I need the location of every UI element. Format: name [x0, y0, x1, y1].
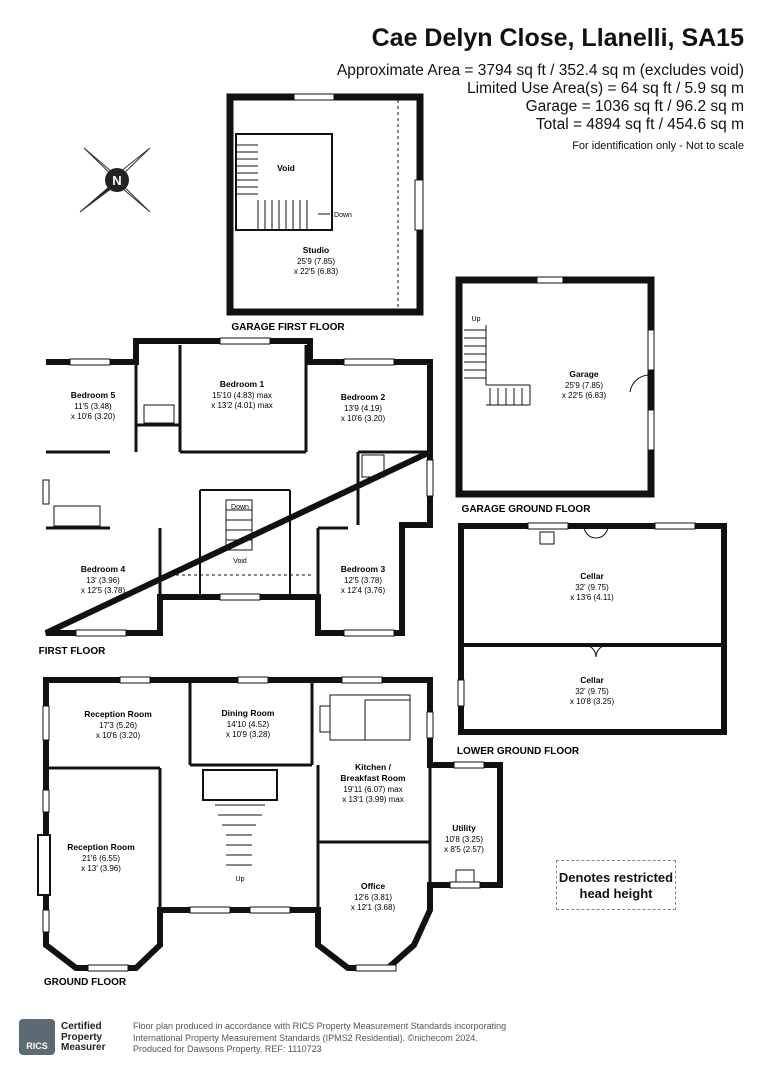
room-cellar1-dim2: x 13'6 (4.11) [570, 593, 614, 602]
footer-line1: Floor plan produced in accordance with R… [133, 1021, 507, 1031]
room-void-top: Void [277, 163, 295, 173]
room-studio-dim2: x 22'5 (6.83) [294, 267, 339, 276]
lower-ground-floor [457, 522, 727, 735]
room-dining: Dining Room [222, 708, 275, 718]
room-bedroom5: Bedroom 5 [71, 390, 116, 400]
label-down-top: Down [334, 212, 352, 219]
area-garage: Garage = 1036 sq ft / 96.2 sq m [525, 98, 744, 115]
room-cellar1: Cellar [580, 571, 604, 581]
room-bedroom4-dim2: x 12'5 (3.78) [81, 586, 126, 595]
room-cellar1-dim1: 32' (9.75) [575, 583, 609, 592]
room-bedroom4: Bedroom 4 [81, 564, 126, 574]
room-bedroom4-dim1: 13' (3.96) [86, 576, 120, 585]
room-garage-dim1: 25'9 (7.85) [565, 381, 603, 390]
floor-garage-first: GARAGE FIRST FLOOR [231, 322, 345, 333]
floor-garage-ground: GARAGE GROUND FLOOR [462, 504, 592, 515]
room-kitchen-name1: Kitchen / [355, 762, 392, 772]
room-dining-dim1: 14'10 (4.52) [227, 720, 270, 729]
room-kitchen-name2: Breakfast Room [340, 773, 406, 783]
label-down-first: Down [231, 504, 249, 511]
garage-ground-floor [455, 276, 655, 498]
room-utility-dim2: x 8'5 (2.57) [444, 845, 484, 854]
room-bedroom5-dim2: x 10'6 (3.20) [71, 412, 116, 421]
room-office-dim2: x 12'1 (3.68) [351, 903, 396, 912]
scale-note: For identification only - Not to scale [572, 140, 744, 152]
room-bedroom1-dim2: x 13'2 (4.01) max [211, 401, 273, 410]
room-utility: Utility [452, 823, 476, 833]
room-bedroom1-dim1: 15'10 (4.83) max [212, 391, 272, 400]
area-total: Total = 4894 sq ft / 454.6 sq m [535, 116, 744, 133]
footer-line3: Produced for Dawsons Property. REF: 1110… [133, 1044, 322, 1054]
label-up-ground: Up [236, 876, 245, 883]
compass-letter: N [112, 173, 121, 188]
room-dining-dim2: x 10'9 (3.28) [226, 730, 271, 739]
footer-line2: International Property Measurement Stand… [133, 1032, 478, 1043]
rics-logo-icon: RICS [19, 1019, 55, 1055]
legend-line2: head height [579, 886, 653, 901]
garage-first-floor [226, 93, 424, 316]
room-bedroom2: Bedroom 2 [341, 392, 386, 402]
room-garage: Garage [569, 369, 599, 379]
restricted-height-legend: Denotes restricted head height [556, 860, 676, 910]
room-kitchen-dim2: x 13'1 (3.99) max [342, 795, 404, 804]
room-reception2: Reception Room [67, 842, 135, 852]
room-reception2-dim2: x 13' (3.96) [81, 864, 121, 873]
room-bedroom2-dim2: x 10'6 (3.20) [341, 414, 386, 423]
room-garage-dim2: x 22'5 (6.83) [562, 391, 607, 400]
room-reception1-dim1: 17'3 (5.26) [99, 721, 137, 730]
room-cellar2-dim2: x 10'8 (3.25) [570, 697, 615, 706]
floor-first: FIRST FLOOR [39, 646, 106, 657]
room-utility-dim1: 10'8 (3.25) [445, 835, 483, 844]
certified-measurer-label: Certified Property Measurer [61, 1021, 121, 1054]
room-cellar2-dim1: 32' (9.75) [575, 687, 609, 696]
room-bedroom3: Bedroom 3 [341, 564, 386, 574]
floor-ground: GROUND FLOOR [44, 977, 127, 988]
room-bedroom2-dim1: 13'9 (4.19) [344, 404, 382, 413]
room-bedroom5-dim1: 11'5 (3.48) [74, 402, 112, 411]
room-studio-dim1: 25'9 (7.85) [297, 257, 335, 266]
room-bedroom3-dim2: x 12'4 (3.76) [341, 586, 386, 595]
room-reception1: Reception Room [84, 709, 152, 719]
room-office: Office [361, 881, 385, 891]
certified-line3: Measurer [61, 1042, 106, 1053]
first-floor [42, 337, 434, 637]
footer-text: Floor plan produced in accordance with R… [133, 1021, 553, 1056]
ground-floor [37, 676, 503, 972]
legend-line1: Denotes restricted [558, 870, 674, 885]
room-cellar2: Cellar [580, 675, 604, 685]
room-reception1-dim2: x 10'6 (3.20) [96, 731, 141, 740]
certified-line2: Property [61, 1031, 103, 1043]
room-studio: Studio [303, 245, 329, 255]
room-bedroom1: Bedroom 1 [220, 379, 265, 389]
room-kitchen-dim1: 19'11 (6.07) max [343, 785, 402, 794]
floor-lower-ground: LOWER GROUND FLOOR [457, 746, 580, 757]
area-limited: Limited Use Area(s) = 64 sq ft / 5.9 sq … [467, 80, 744, 97]
label-up-garage: Up [472, 316, 481, 323]
room-bedroom3-dim1: 12'5 (3.78) [344, 576, 382, 585]
room-void-first: Void [233, 558, 247, 565]
room-reception2-dim1: 21'6 (6.55) [82, 854, 120, 863]
room-office-dim1: 12'6 (3.81) [354, 893, 392, 902]
compass-icon: N [79, 147, 151, 213]
certified-line1: Certified [61, 1021, 102, 1032]
page-title: Cae Delyn Close, Llanelli, SA15 [371, 24, 744, 52]
area-approx: Approximate Area = 3794 sq ft / 352.4 sq… [336, 62, 744, 79]
